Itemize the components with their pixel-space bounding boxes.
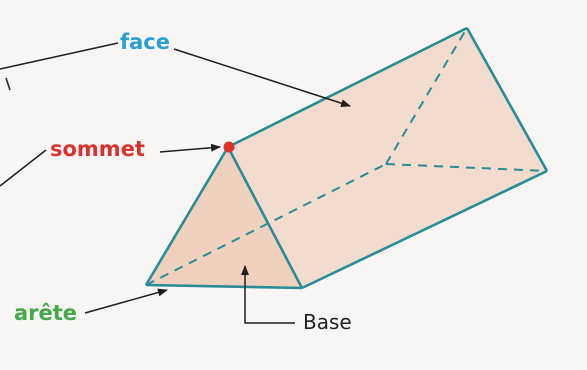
sommet-label: sommet (50, 137, 145, 161)
hidden-edge-bottom (145, 163, 387, 286)
edge-front-left (144, 146, 230, 286)
arete-arrow (84, 288, 168, 314)
base-arrow (241, 265, 295, 324)
face-arrow (173, 48, 351, 108)
edge-back-right (465, 27, 549, 172)
edge-side-bottom (301, 169, 548, 290)
visible-edges (144, 26, 549, 290)
face-leader-left (0, 42, 119, 70)
base-label: Base (303, 310, 352, 334)
left-edge-marks (5, 77, 11, 91)
edge-front-bottom (145, 283, 303, 290)
vertex-dot (223, 141, 235, 153)
hidden-edge-back-base (385, 163, 548, 172)
face-label: face (120, 30, 170, 54)
sommet-arrow (159, 143, 221, 153)
side-leader-mid (0, 149, 47, 187)
front-base-face (146, 147, 302, 288)
hidden-edge-back-left (385, 27, 468, 165)
edge-top (227, 26, 468, 149)
arete-label: arête (14, 301, 77, 325)
edge-front-right (226, 146, 304, 289)
hidden-edges (145, 27, 548, 286)
leader-lines (0, 42, 351, 324)
